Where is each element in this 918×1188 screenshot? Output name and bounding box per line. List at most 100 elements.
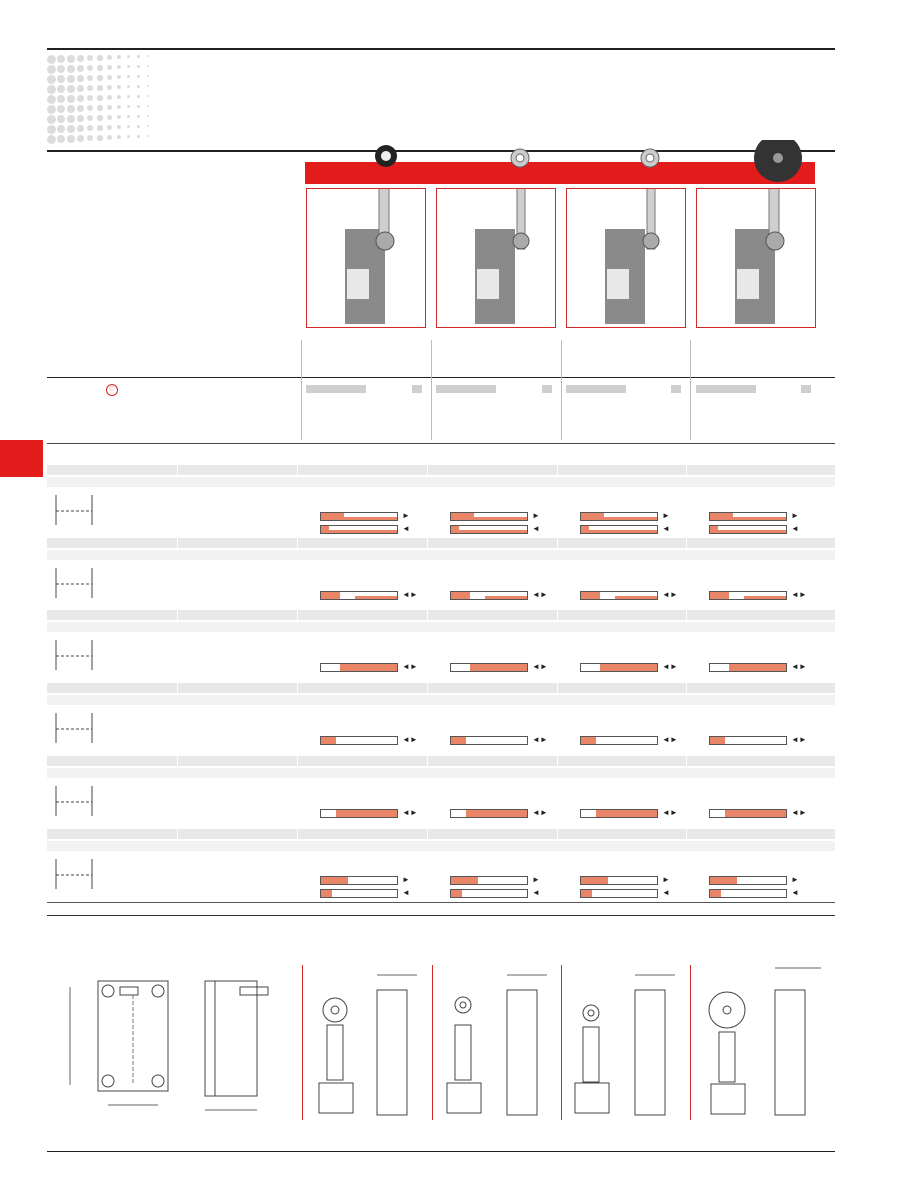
band-divider — [427, 465, 428, 475]
halftone-dot — [147, 105, 149, 107]
travel-fill-secondary — [343, 516, 397, 520]
band-divider — [686, 756, 687, 766]
travel-fill — [596, 810, 657, 817]
halftone-dot — [97, 55, 103, 61]
halftone-dot — [47, 135, 56, 144]
table-bottom-rule — [47, 915, 835, 916]
travel-fill — [710, 526, 718, 533]
halftone-dot — [147, 115, 149, 117]
halftone-dot — [107, 95, 112, 100]
halftone-dot — [147, 85, 149, 87]
halftone-dot — [67, 115, 75, 123]
band-divider — [177, 610, 178, 620]
travel-bar — [709, 591, 787, 600]
halftone-dot — [57, 95, 66, 104]
row-subheader-band — [47, 477, 835, 487]
halftone-dot — [57, 75, 66, 84]
direction-arrow-icon: ◄► — [402, 735, 418, 744]
contact-symbol — [52, 495, 97, 525]
halftone-dot — [57, 65, 66, 74]
travel-bar — [709, 809, 787, 818]
section-tab[interactable] — [0, 440, 43, 477]
direction-arrow-icon: ► — [791, 511, 799, 520]
travel-fill-secondary — [485, 595, 527, 599]
travel-fill — [710, 890, 722, 897]
halftone-dot — [57, 125, 66, 134]
direction-arrow-icon: ► — [402, 875, 410, 884]
contact-symbol — [52, 713, 97, 743]
travel-fill — [451, 877, 478, 884]
travel-bar — [709, 876, 787, 885]
row-header-band — [47, 610, 835, 620]
band-divider — [297, 756, 298, 766]
travel-bar — [450, 512, 528, 521]
travel-bar — [450, 889, 528, 898]
code-field-4 — [696, 385, 756, 393]
direction-arrow-icon: ► — [662, 511, 670, 520]
halftone-dot — [127, 65, 131, 69]
halftone-dot — [107, 125, 112, 130]
col-divider-2 — [431, 340, 432, 440]
halftone-dot — [147, 125, 149, 127]
halftone-dot — [87, 135, 94, 142]
halftone-dot — [67, 125, 75, 133]
halftone-dot — [97, 125, 103, 131]
halftone-dot — [77, 55, 84, 62]
direction-arrow-icon: ◄► — [402, 662, 418, 671]
halftone-dot — [77, 125, 84, 132]
halftone-dot — [67, 65, 75, 73]
band-divider — [427, 829, 428, 839]
travel-fill — [336, 810, 397, 817]
halftone-dot — [47, 65, 56, 74]
row-subheader-band — [47, 622, 835, 632]
halftone-dot — [67, 95, 75, 103]
travel-bar — [450, 525, 528, 534]
halftone-dot — [137, 75, 140, 78]
halftone-dot — [147, 65, 149, 67]
band-divider — [557, 610, 558, 620]
travel-fill-secondary — [615, 667, 657, 671]
contact-symbol — [52, 568, 97, 598]
travel-fill — [710, 592, 729, 599]
halftone-dot — [77, 95, 84, 102]
halftone-dot — [107, 105, 112, 110]
travel-fill — [321, 737, 337, 744]
band-divider — [686, 829, 687, 839]
drawing-divider-4 — [690, 965, 691, 1120]
halftone-dot — [137, 105, 140, 108]
row-header-band — [47, 683, 835, 693]
travel-bar — [580, 736, 658, 745]
contact-symbol-svg — [55, 713, 93, 743]
halftone-dot — [137, 125, 140, 128]
band-divider — [297, 683, 298, 693]
halftone-dot — [57, 85, 66, 94]
halftone-dot — [87, 105, 94, 112]
halftone-dot — [127, 135, 131, 139]
travel-fill — [581, 737, 597, 744]
travel-bar — [320, 512, 398, 521]
code-field-3 — [566, 385, 626, 393]
product-photo-1 — [306, 158, 426, 328]
travel-fill — [466, 810, 527, 817]
travel-fill — [451, 737, 467, 744]
travel-fill — [729, 664, 786, 671]
travel-fill — [451, 890, 463, 897]
approval-icon: ♡ — [106, 384, 118, 396]
halftone-dot — [107, 85, 112, 90]
halftone-dot — [127, 95, 131, 99]
product-photo-2 — [436, 158, 556, 328]
travel-fill-secondary — [603, 516, 657, 520]
halftone-dot — [127, 115, 131, 119]
band-divider — [177, 683, 178, 693]
row-subheader-band — [47, 841, 835, 851]
halftone-dot — [57, 115, 66, 124]
halftone-dot — [87, 75, 94, 82]
travel-bar — [709, 736, 787, 745]
halftone-dot — [127, 55, 131, 59]
halftone-dot — [87, 65, 94, 72]
row-subheader-band — [47, 768, 835, 778]
direction-arrow-icon: ► — [532, 511, 540, 520]
col-divider-1 — [301, 340, 302, 440]
travel-fill — [451, 592, 470, 599]
travel-bar — [320, 525, 398, 534]
